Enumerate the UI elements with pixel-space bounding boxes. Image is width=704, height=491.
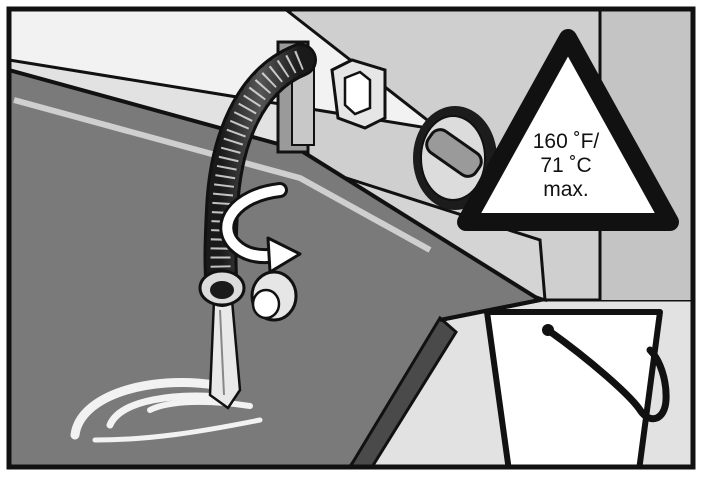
warning-line-3: max. <box>543 178 589 201</box>
hose-clip <box>332 60 385 128</box>
warning-line-2: 71 ˚C <box>540 154 591 177</box>
bucket-icon <box>487 312 666 478</box>
drain-plug <box>252 272 296 320</box>
warning-line-1: 160 ˚F/ <box>533 130 600 153</box>
